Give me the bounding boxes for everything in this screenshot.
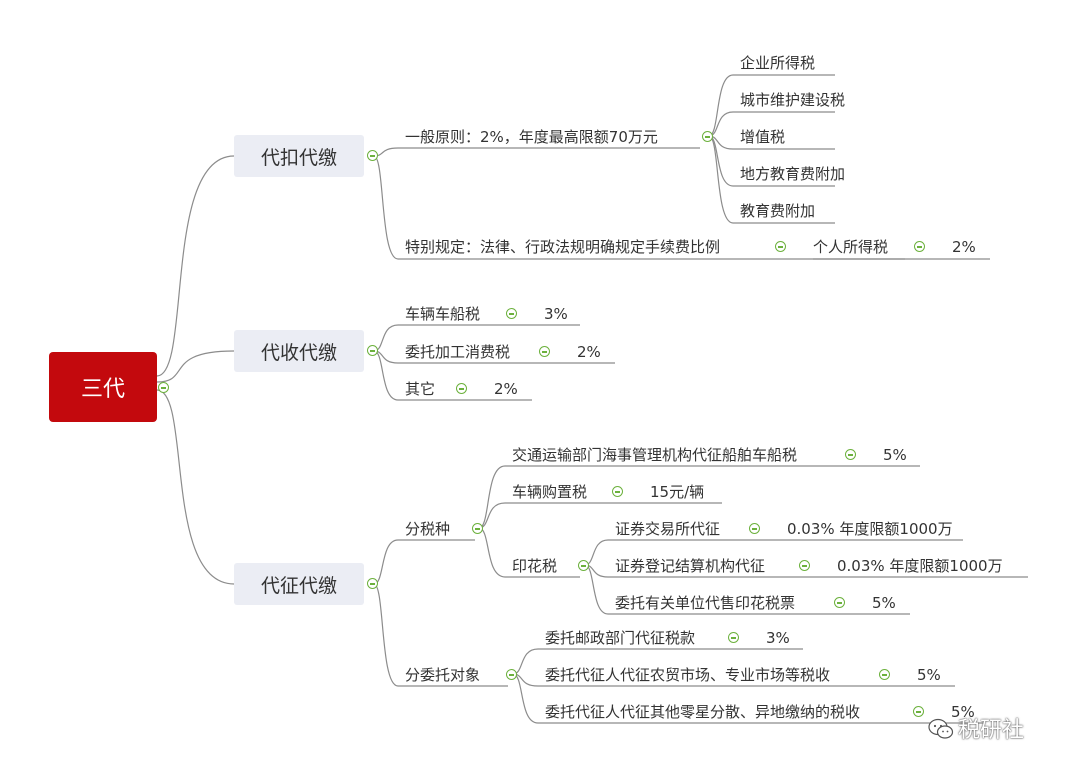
leaf-local-education-surcharge[interactable]: 地方教育费附加 bbox=[740, 165, 846, 183]
value-label: 5% bbox=[917, 666, 941, 684]
leaf-vat[interactable]: 增值税 bbox=[740, 128, 786, 146]
connector-line bbox=[373, 147, 700, 157]
node-consumption-tax[interactable]: 委托加工消费税 bbox=[405, 343, 511, 361]
node-stamp-duty[interactable]: 印花税 bbox=[512, 557, 558, 575]
branch-entrusted-collection[interactable]: 代征代缴 bbox=[234, 563, 364, 605]
collapse-toggle-icon[interactable] bbox=[702, 131, 713, 142]
collapse-toggle-icon[interactable] bbox=[578, 560, 589, 571]
connector-line bbox=[373, 583, 508, 687]
collapse-toggle-icon[interactable] bbox=[506, 669, 517, 680]
node-securities-clearing[interactable]: 证券登记结算机构代征 bbox=[615, 557, 766, 575]
collapse-toggle-icon[interactable] bbox=[775, 241, 786, 252]
connector-line bbox=[708, 135, 835, 224]
connector-line bbox=[156, 155, 235, 377]
collapse-toggle-icon[interactable] bbox=[845, 449, 856, 460]
value-label: 0.03% 年度限额1000万 bbox=[837, 557, 1003, 575]
node-stock-exchange[interactable]: 证券交易所代征 bbox=[615, 520, 721, 538]
value-label: 3% bbox=[544, 305, 568, 323]
node-special-provision[interactable]: 特别规定：法律、行政法规明确规定手续费比例 bbox=[405, 238, 721, 256]
wechat-icon bbox=[928, 718, 954, 739]
connector-line bbox=[156, 389, 235, 585]
value-label: 2% bbox=[952, 238, 976, 256]
connector-line bbox=[373, 155, 990, 260]
collapse-toggle-icon[interactable] bbox=[834, 597, 845, 608]
collapse-toggle-icon[interactable] bbox=[506, 308, 517, 319]
connector-line bbox=[156, 350, 235, 383]
value-label: 5% bbox=[951, 703, 975, 721]
node-general-principle[interactable]: 一般原则：2%，年度最高限额70万元 bbox=[405, 128, 658, 146]
node-by-entrusted-party[interactable]: 分委托对象 bbox=[405, 666, 481, 684]
watermark: 税研社 bbox=[928, 712, 1024, 744]
leaf-urban-maintenance-tax[interactable]: 城市维护建设税 bbox=[740, 91, 846, 109]
value-label: 5% bbox=[872, 594, 896, 612]
collapse-toggle-icon[interactable] bbox=[612, 486, 623, 497]
node-vessel-tax-maritime[interactable]: 交通运输部门海事管理机构代征船舶车船税 bbox=[512, 446, 798, 464]
node-postal[interactable]: 委托邮政部门代征税款 bbox=[545, 629, 696, 647]
leaf-personal-income-tax[interactable]: 个人所得税 bbox=[813, 238, 889, 256]
collapse-toggle-icon[interactable] bbox=[749, 523, 760, 534]
node-other[interactable]: 其它 bbox=[405, 380, 436, 398]
node-scattered-taxes[interactable]: 委托代征人代征其他零星分散、异地缴纳的税收 bbox=[545, 703, 861, 721]
collapse-toggle-icon[interactable] bbox=[728, 632, 739, 643]
collapse-toggle-icon[interactable] bbox=[367, 345, 378, 356]
collapse-toggle-icon[interactable] bbox=[367, 150, 378, 161]
branch-withholding[interactable]: 代扣代缴 bbox=[234, 135, 364, 177]
collapse-toggle-icon[interactable] bbox=[914, 241, 925, 252]
watermark-text: 税研社 bbox=[958, 718, 1025, 743]
value-label: 15元/辆 bbox=[650, 483, 705, 501]
value-label: 5% bbox=[883, 446, 907, 464]
collapse-toggle-icon[interactable] bbox=[158, 382, 169, 393]
collapse-toggle-icon[interactable] bbox=[799, 560, 810, 571]
collapse-toggle-icon[interactable] bbox=[456, 383, 467, 394]
collapse-toggle-icon[interactable] bbox=[913, 706, 924, 717]
value-label: 2% bbox=[494, 380, 518, 398]
node-market-taxes[interactable]: 委托代征人代征农贸市场、专业市场等税收 bbox=[545, 666, 831, 684]
leaf-education-surcharge[interactable]: 教育费附加 bbox=[740, 202, 816, 220]
value-label: 2% bbox=[577, 343, 601, 361]
value-label: 3% bbox=[766, 629, 790, 647]
value-label: 0.03% 年度限额1000万 bbox=[787, 520, 953, 538]
leaf-corporate-income-tax[interactable]: 企业所得税 bbox=[740, 54, 816, 72]
connector-line bbox=[373, 539, 475, 585]
node-by-tax-type[interactable]: 分税种 bbox=[405, 520, 451, 538]
node-vehicle-purchase-tax[interactable]: 车辆购置税 bbox=[512, 483, 588, 501]
node-stamp-sales-agent[interactable]: 委托有关单位代售印花税票 bbox=[615, 594, 796, 612]
collapse-toggle-icon[interactable] bbox=[367, 578, 378, 589]
root-node[interactable]: 三代 bbox=[49, 352, 157, 422]
node-vehicle-vessel-tax[interactable]: 车辆车船税 bbox=[405, 305, 481, 323]
branch-collection[interactable]: 代收代缴 bbox=[234, 330, 364, 372]
collapse-toggle-icon[interactable] bbox=[879, 669, 890, 680]
collapse-toggle-icon[interactable] bbox=[472, 523, 483, 534]
collapse-toggle-icon[interactable] bbox=[539, 346, 550, 357]
